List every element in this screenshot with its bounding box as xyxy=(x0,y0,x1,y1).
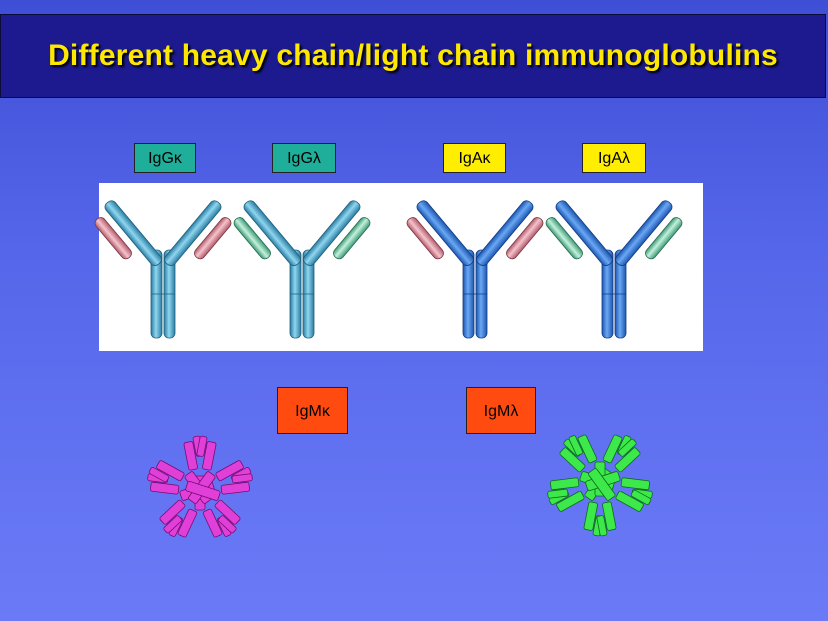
igm-kappa-pentamer xyxy=(144,432,256,539)
label-iga-kappa: IgAκ xyxy=(443,143,506,173)
antibody-iga-lambda xyxy=(543,198,685,339)
title-bar: Different heavy chain/light chain immuno… xyxy=(0,14,826,98)
igm-lambda-pentamer xyxy=(544,433,656,540)
label-igm-kappa: IgMκ xyxy=(277,387,348,434)
label-igg-kappa: IgGκ xyxy=(134,143,196,173)
label-igm-lambda: IgMλ xyxy=(466,387,536,434)
label-igg-lambda: IgGλ xyxy=(272,143,336,173)
label-iga-lambda: IgAλ xyxy=(582,143,646,173)
antibody-igg-lambda xyxy=(231,198,373,339)
antibody-igg-kappa xyxy=(92,198,234,339)
antibody-iga-kappa xyxy=(404,198,546,339)
page-title: Different heavy chain/light chain immuno… xyxy=(48,39,778,72)
